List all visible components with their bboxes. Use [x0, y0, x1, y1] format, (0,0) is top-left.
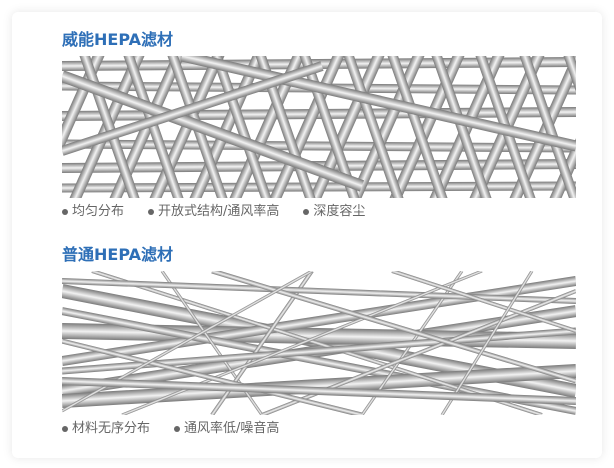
fiber-strand — [211, 271, 576, 384]
fiber-strand — [387, 56, 448, 198]
fiber-strand — [123, 56, 184, 198]
fiber-strand — [519, 56, 576, 198]
fiber-strand — [62, 327, 576, 375]
feature-label: 通风率低/噪音高 — [184, 421, 280, 436]
fiber-strand — [62, 70, 365, 192]
fiber-strand — [391, 271, 576, 333]
section-title: 威能HEPA滤材 — [62, 30, 173, 49]
bullet-dot-icon — [62, 209, 68, 215]
bullet-dot-icon — [174, 426, 181, 432]
fiber-illustration-uniform — [62, 56, 576, 198]
section-title: 普通HEPA滤材 — [62, 245, 173, 264]
fiber-strand — [229, 56, 305, 198]
fiber-illustration-disordered — [62, 271, 576, 415]
fiber-strand — [62, 338, 363, 415]
feature-item: 深度容尘 — [303, 202, 365, 222]
fiber-strand — [210, 271, 314, 415]
fiber-strand — [261, 289, 576, 415]
fiber-image — [62, 271, 576, 415]
feature-label: 材料无序分布 — [72, 421, 151, 436]
fiber-strand — [62, 377, 576, 405]
feature-item: 均匀分布 — [62, 202, 124, 222]
fiber-strand — [440, 271, 534, 415]
fiber-strand — [211, 56, 272, 198]
fiber-strand — [62, 139, 576, 153]
feature-label: 均匀分布 — [72, 204, 125, 219]
feature-label: 开放式结构/通风率高 — [158, 204, 280, 219]
bullet-dot-icon — [148, 209, 155, 215]
feature-item: 开放式结构/通风率高 — [148, 202, 279, 222]
fiber-strand — [62, 61, 324, 156]
fiber-strand — [62, 271, 313, 413]
feature-item: 材料无序分布 — [62, 419, 150, 439]
feature-label: 深度容尘 — [313, 204, 366, 219]
fiber-strand — [429, 56, 505, 198]
fiber-image — [62, 56, 576, 198]
bullet-dot-icon — [303, 209, 310, 215]
feature-list: 材料无序分布 通风率低/噪音高 — [62, 419, 576, 439]
fiber-strand — [91, 271, 543, 415]
section-normal-hepa: 普通HEPA滤材 材料无序分布 通风率低/噪音高 — [62, 245, 576, 439]
fiber-strand — [62, 364, 576, 408]
fiber-strand — [62, 278, 576, 304]
feature-list: 均匀分布 开放式结构/通风率高 深度容尘 — [62, 202, 576, 222]
feature-item: 通风率低/噪音高 — [174, 419, 279, 439]
fiber-strand — [62, 307, 576, 415]
fiber-strand — [509, 56, 576, 198]
bullet-dot-icon — [62, 426, 68, 432]
section-weineng-hepa: 威能HEPA滤材 均匀分布 开放式结构/通风率高 深度容尘 — [62, 30, 576, 222]
fiber-strand — [431, 56, 492, 198]
